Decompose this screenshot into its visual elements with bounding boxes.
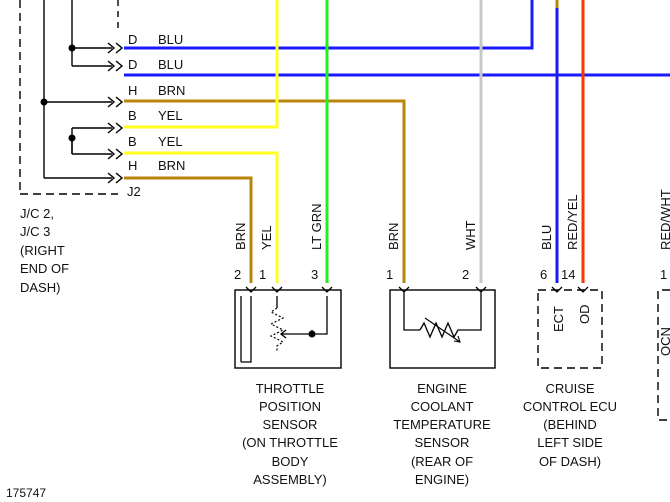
ect-name-6: ENGINE) (415, 472, 469, 487)
pin-tps-3: 3 (311, 267, 318, 282)
label-edge-partial: RED/WHT (658, 189, 670, 250)
jc-pin-1: D (128, 32, 137, 47)
jc-dot-3 (68, 134, 76, 142)
jc-color-1: BLU (158, 32, 183, 47)
ect-circuit (403, 292, 482, 331)
tps-box (234, 289, 342, 369)
edge-box (657, 289, 670, 421)
chevron-2 (107, 60, 124, 72)
ect-name-3: TEMPERATURE (393, 417, 491, 432)
pin-tps-2: 2 (234, 267, 241, 282)
tps-resistor (269, 307, 285, 352)
tps-name-2: POSITION (259, 399, 321, 414)
edge-box-text: OCN (658, 327, 670, 356)
pin-edge-1: 1 (660, 267, 667, 282)
chevron-5 (107, 148, 124, 160)
junction-connector: D BLU D BLU H BRN B YEL B YEL H BRN J2 J… (19, 0, 185, 295)
tps-circuit (240, 296, 328, 363)
pin-ect-2: 2 (462, 267, 469, 282)
ecu-name-4: LEFT SIDE (537, 435, 603, 450)
jc-dot-2 (40, 98, 48, 106)
ecu-name-1: CRUISE (545, 381, 594, 396)
pin-numbers: 2 1 3 1 2 6 14 1 (234, 267, 667, 282)
chevron-1 (107, 42, 124, 54)
label-ecu-blu: BLU (539, 225, 554, 250)
jc-color-6: BRN (158, 158, 185, 173)
tps-name-4: (ON THROTTLE (242, 435, 338, 450)
pin-ect-1: 1 (386, 267, 393, 282)
jc-label-line-1: J/C 2, (20, 206, 54, 221)
ect-name-2: COOLANT (411, 399, 474, 414)
pin-ecu-14: 14 (561, 267, 575, 282)
jc-pin-6: H (128, 158, 137, 173)
label-ect-wht: WHT (463, 220, 478, 250)
tps-wiper-arrow (279, 329, 290, 339)
pin-ecu-6: 6 (540, 267, 547, 282)
wire-brn-tps (124, 176, 253, 283)
ecu-box (537, 289, 603, 369)
label-ect-brn: BRN (386, 223, 401, 250)
jc-pin-4: B (128, 108, 137, 123)
tps-name-6: ASSEMBLY) (253, 472, 326, 487)
ect-name-4: SENSOR (415, 435, 470, 450)
ecu-name-2: CONTROL ECU (523, 399, 617, 414)
jc-pin-5: B (128, 134, 137, 149)
label-tps-yel: YEL (259, 225, 274, 250)
engine-coolant-temp-sensor: ENGINE COOLANT TEMPERATURE SENSOR (REAR … (389, 286, 496, 487)
ecu-name-5: OF DASH) (539, 454, 601, 469)
wire-yel-tps (124, 151, 279, 283)
jc-label-line-2: J/C 3 (20, 224, 50, 239)
jc-color-5: YEL (158, 134, 183, 149)
figure-number: 175747 (6, 486, 46, 500)
ecu-name-3: (BEHIND (543, 417, 596, 432)
label-tps-ltgrn: LT GRN (309, 204, 324, 250)
jc-chevrons (107, 42, 124, 184)
wire-brn-ect (124, 99, 406, 283)
ect-box (389, 289, 496, 369)
label-tps-brn: BRN (233, 223, 248, 250)
edge-component: OCN (657, 289, 670, 421)
wire-yel-top (124, 0, 279, 129)
chevron-4 (107, 122, 124, 134)
chevron-3 (107, 96, 124, 108)
jc-connector-id: J2 (127, 184, 141, 199)
tps-name-1: THROTTLE (256, 381, 325, 396)
jc-label-line-5: DASH) (20, 280, 60, 295)
chevron-6 (107, 172, 124, 184)
tps-wiper-dot (308, 330, 316, 338)
ecu-terminal-od: OD (577, 305, 592, 325)
jc-dot-1 (68, 44, 76, 52)
jc-color-2: BLU (158, 57, 183, 72)
jc-color-4: YEL (158, 108, 183, 123)
pin-tps-1: 1 (259, 267, 266, 282)
jc-pin-3: H (128, 83, 137, 98)
ect-name-5: (REAR OF (411, 454, 473, 469)
cruise-control-ecu: ECT OD CRUISE CONTROL ECU (BEHIND LEFT S… (523, 286, 617, 469)
jc-color-3: BRN (158, 83, 185, 98)
ect-thermistor (419, 321, 462, 339)
tps-name-3: SENSOR (263, 417, 318, 432)
tps-chevrons (245, 286, 333, 293)
throttle-position-sensor: THROTTLE POSITION SENSOR (ON THROTTLE BO… (234, 286, 342, 487)
ecu-chevrons (551, 286, 589, 293)
ecu-terminal-ect: ECT (551, 306, 566, 332)
wire-blu-1 (124, 0, 534, 50)
jc-label-line-4: END OF (20, 261, 69, 276)
ect-thermistor-arrow (424, 317, 461, 343)
jc-pin-2: D (128, 57, 137, 72)
wire-labels: BRN YEL LT GRN BRN WHT BLU RED/YEL RED/W… (233, 189, 670, 250)
ect-name-1: ENGINE (417, 381, 467, 396)
wires (124, 0, 670, 283)
tps-name-5: BODY (272, 454, 309, 469)
jc-label-line-3: (RIGHT (20, 243, 65, 258)
label-ecu-redyel: RED/YEL (565, 194, 580, 250)
